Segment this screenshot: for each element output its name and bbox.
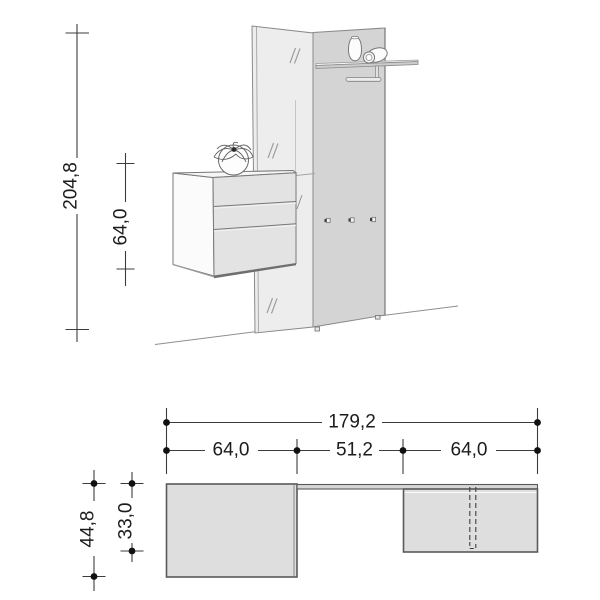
- plan-view: [82, 408, 541, 591]
- hook-icon: [370, 216, 376, 223]
- dim-label-depth-right: 33,0: [115, 502, 136, 539]
- front-view: [65, 24, 459, 345]
- drawer-cabinet: [172, 169, 298, 279]
- plan-hidden-divider: [469, 487, 477, 550]
- mirror-glass-hatch-marks: [266, 47, 303, 314]
- hook-icon: [348, 217, 355, 223]
- dim-label-cabinet-height: 64,0: [110, 208, 131, 245]
- dim-label-segment-middle: 51,2: [336, 439, 373, 460]
- coat-rail: [345, 65, 382, 82]
- dim-label-total-width: 179,2: [328, 411, 376, 432]
- cabinet-height-dimension: [116, 153, 135, 286]
- dim-label-depth-left: 44,8: [77, 510, 99, 547]
- hook-icon: [324, 217, 331, 224]
- decor-ball: [213, 141, 254, 176]
- dim-label-segment-right: 64,0: [450, 439, 488, 460]
- wall-hooks: [324, 216, 376, 224]
- wall-panel: [312, 27, 386, 328]
- vase-lying: [362, 47, 388, 64]
- panel-feet: [314, 315, 381, 332]
- plan-dimension-lines: [82, 408, 539, 591]
- total-height-dimension: [65, 24, 89, 342]
- plan-left-cabinet: [165, 483, 298, 578]
- dim-label-total-height: 204,8: [60, 162, 81, 210]
- plan-right-cabinet: [402, 488, 539, 553]
- dim-label-segment-left: 64,0: [212, 439, 250, 460]
- vase-upright: [347, 36, 363, 62]
- plan-dimension-dots: [90, 419, 541, 580]
